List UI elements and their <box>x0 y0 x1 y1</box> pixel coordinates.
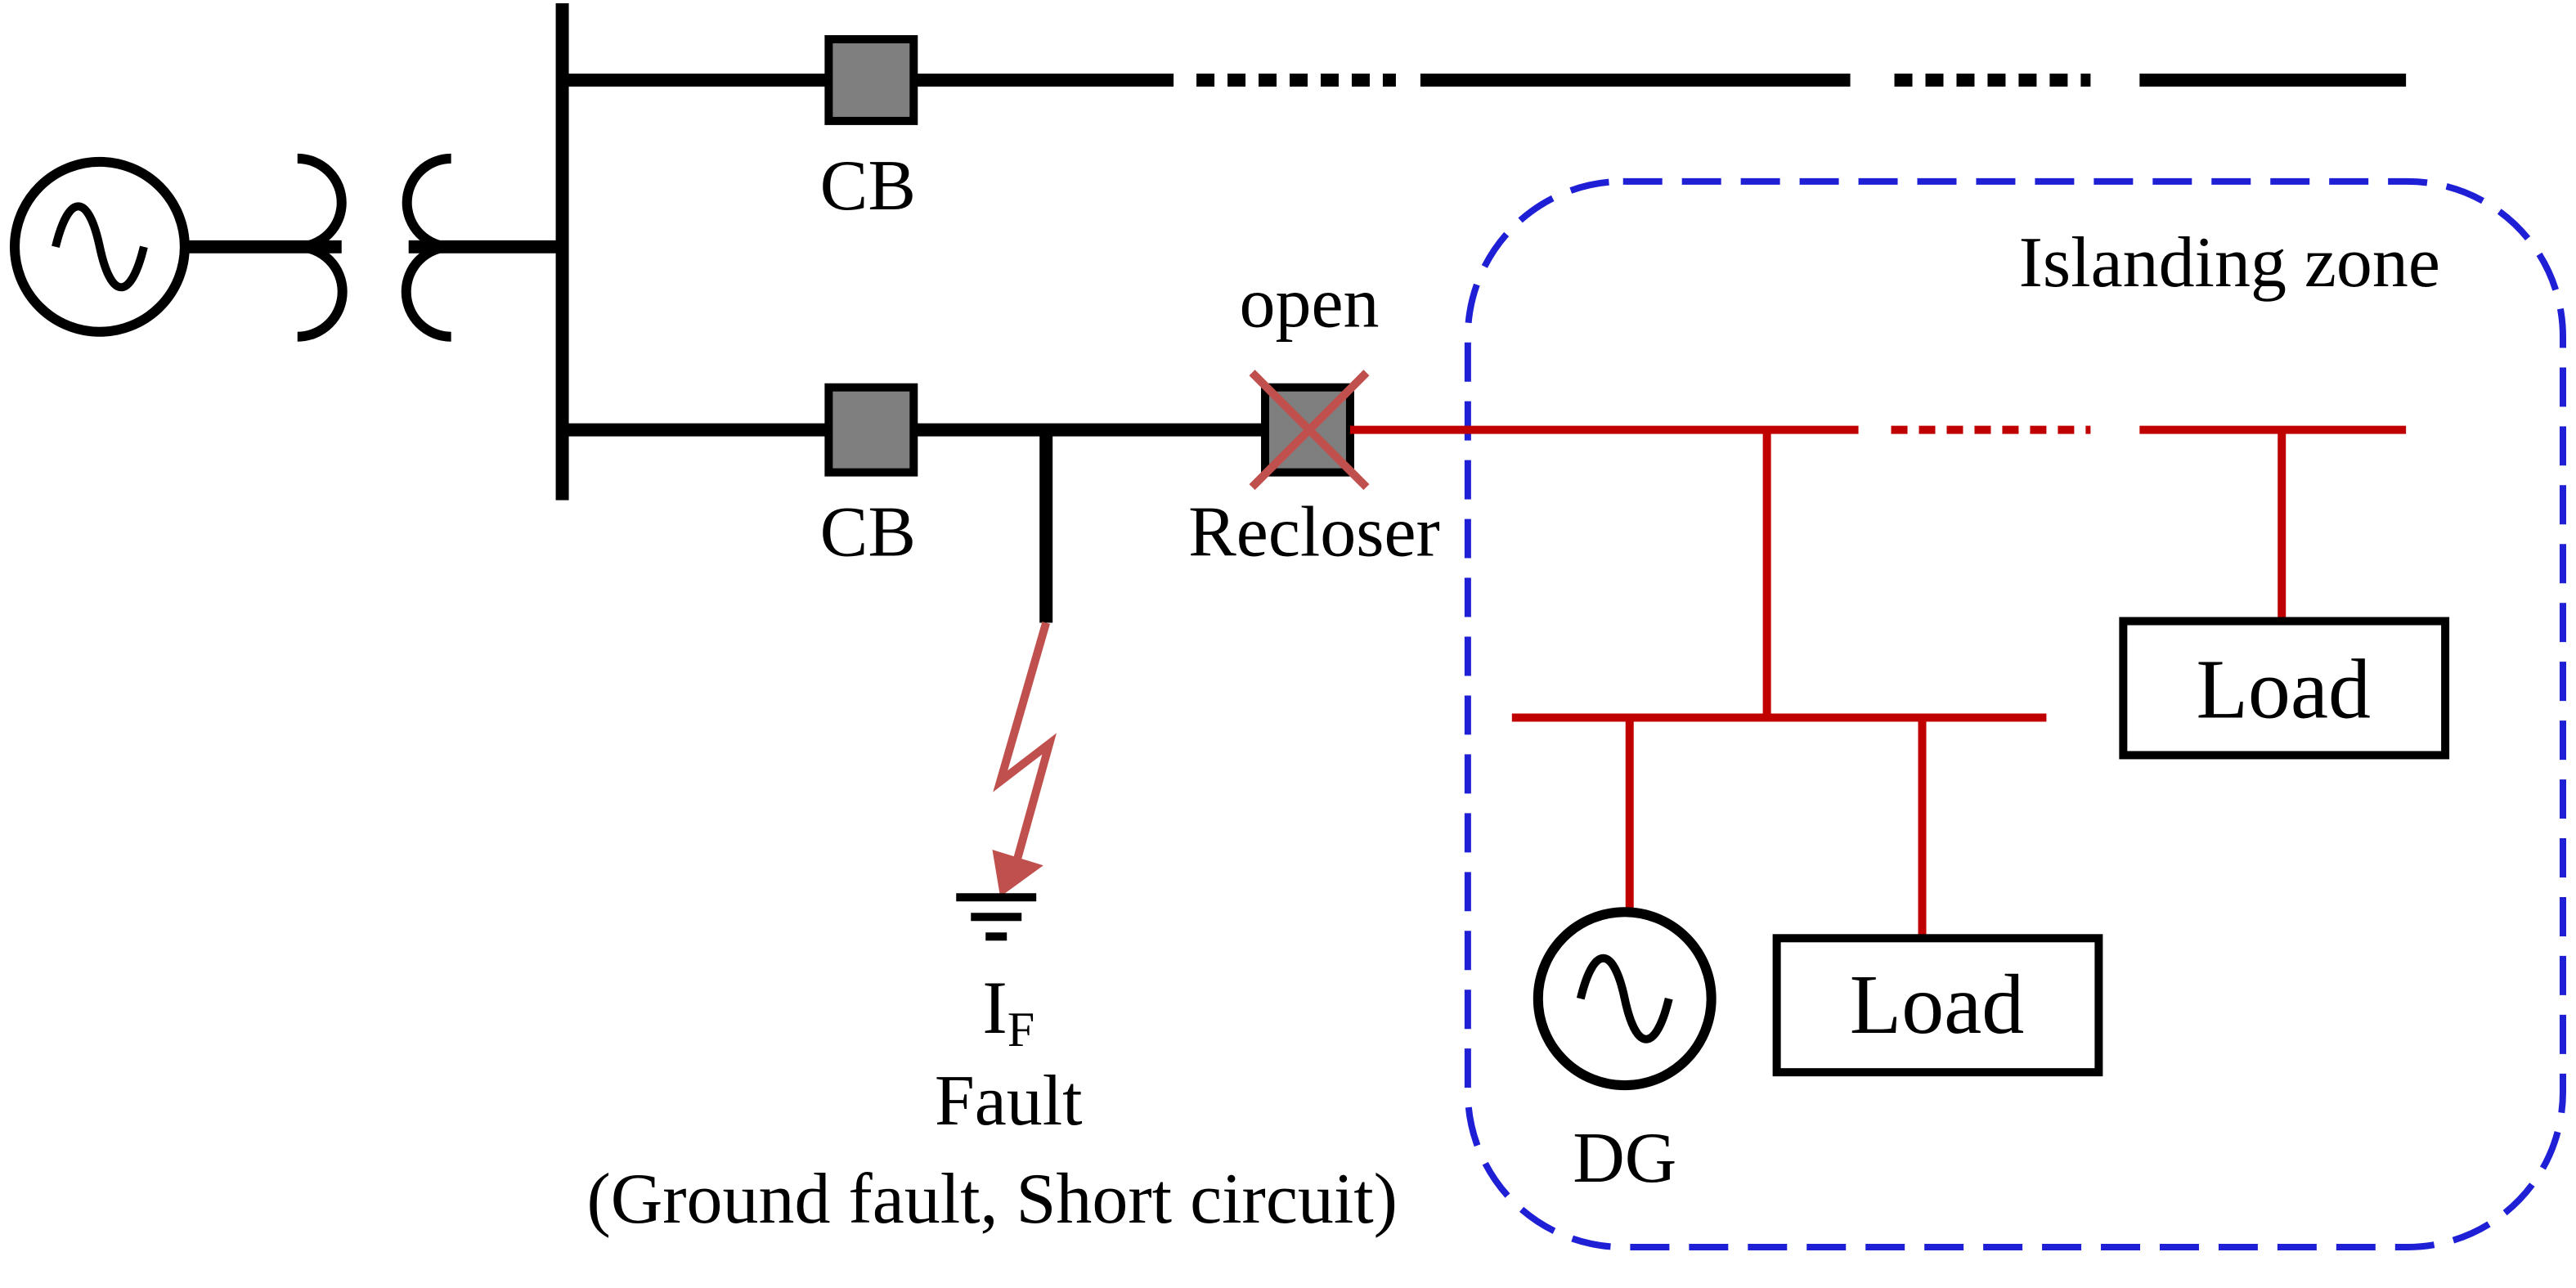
load-1-box <box>1772 934 2103 1077</box>
recloser-label: Recloser <box>1188 493 1440 572</box>
lightning-arrow-icon <box>992 622 1057 897</box>
open-cross-icon <box>1249 370 1370 491</box>
fault-current-label: IF <box>982 966 1034 1057</box>
ground-icon <box>956 893 1037 941</box>
fault-current-main: I <box>982 966 1008 1049</box>
fault-current-subscript: F <box>1008 1003 1034 1057</box>
islanded-network <box>1349 425 2407 939</box>
cb-bottom-label: CB <box>820 493 916 572</box>
recloser-state-label: open <box>1240 264 1380 343</box>
dg-source-icon <box>1533 907 1717 1091</box>
islanding-zone-label: Islanding zone <box>2019 223 2440 303</box>
load-1-label: Load <box>1850 958 2025 1052</box>
load-2-label: Load <box>2196 642 2371 736</box>
cb-top-label: CB <box>820 146 916 226</box>
circuit-breaker-bottom <box>824 383 918 477</box>
islanding-zone-border <box>1464 177 2567 1251</box>
load-2-box <box>2119 617 2450 760</box>
fault-label: Fault <box>935 1061 1083 1141</box>
dg-label: DG <box>1573 1119 1676 1198</box>
fault-types-label: (Ground fault, Short circuit) <box>586 1160 1398 1239</box>
grid-source-icon <box>9 156 190 337</box>
circuit-breaker-top <box>824 34 918 125</box>
